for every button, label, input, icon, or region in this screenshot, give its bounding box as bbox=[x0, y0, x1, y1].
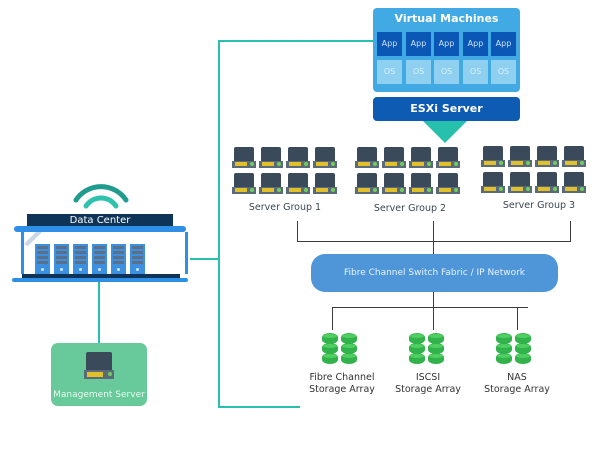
storage-disk-icon bbox=[515, 333, 531, 344]
server-icon bbox=[259, 147, 283, 168]
window-glare-icon bbox=[24, 232, 42, 246]
server-icon bbox=[313, 173, 337, 194]
storage-label-fibre-channel: Fibre Channel Storage Array bbox=[297, 372, 387, 396]
server-icon bbox=[382, 173, 406, 194]
server-rack-icon bbox=[92, 244, 107, 274]
storage-label-line1: NAS bbox=[507, 372, 527, 383]
server-group-2-label: Server Group 2 bbox=[373, 203, 447, 214]
connector-storage-3 bbox=[517, 307, 518, 330]
storage-disk-icon bbox=[496, 353, 512, 364]
connector-storage-horizontal bbox=[332, 307, 528, 308]
storage-label-iscsi: ISCSI Storage Array bbox=[383, 372, 473, 396]
management-server-panel: Management Server bbox=[51, 343, 147, 406]
storage-disk-icon bbox=[322, 353, 338, 364]
app-box: App bbox=[434, 32, 459, 56]
storage-label-line1: Fibre Channel bbox=[309, 372, 375, 383]
storage-disk-icon bbox=[409, 333, 425, 344]
switch-fabric-bar: Fibre Channel Switch Fabric / IP Network bbox=[311, 254, 558, 292]
server-group-3-label: Server Group 3 bbox=[502, 200, 576, 211]
server-icon bbox=[409, 147, 433, 168]
storage-label-line2: Storage Array bbox=[484, 384, 550, 395]
storage-disk-icon bbox=[515, 343, 531, 354]
server-rack-icon bbox=[111, 244, 126, 274]
server-icon bbox=[232, 173, 256, 194]
server-icon bbox=[84, 352, 114, 379]
storage-label-nas: NAS Storage Array bbox=[472, 372, 562, 396]
app-box: App bbox=[377, 32, 402, 56]
server-icon bbox=[382, 147, 406, 168]
storage-disk-icon bbox=[428, 353, 444, 364]
server-icon bbox=[355, 147, 379, 168]
storage-disk-icon bbox=[409, 353, 425, 364]
server-icon bbox=[562, 146, 586, 167]
bracket-top bbox=[218, 40, 373, 42]
server-icon bbox=[259, 173, 283, 194]
data-center-label: Data Center bbox=[27, 214, 173, 227]
connector-fabric-down bbox=[433, 292, 434, 330]
server-icon bbox=[409, 173, 433, 194]
server-icon bbox=[286, 173, 310, 194]
server-icon bbox=[481, 172, 505, 193]
connector-group-1 bbox=[297, 221, 298, 242]
server-rack-icon bbox=[54, 244, 69, 274]
server-icon bbox=[481, 146, 505, 167]
storage-label-line1: ISCSI bbox=[415, 372, 441, 383]
os-box: OS bbox=[491, 60, 516, 84]
server-icon bbox=[535, 146, 559, 167]
storage-disk-icon bbox=[341, 343, 357, 354]
server-group-1-label: Server Group 1 bbox=[248, 202, 322, 213]
arrow-down-icon bbox=[423, 121, 467, 143]
storage-label-line2: Storage Array bbox=[395, 384, 461, 395]
connector-storage-1 bbox=[332, 307, 333, 330]
storage-label-line2: Storage Array bbox=[309, 384, 375, 395]
virtual-machines-title: Virtual Machines bbox=[394, 12, 499, 25]
storage-disk-icon bbox=[322, 343, 338, 354]
data-center-roof bbox=[14, 226, 186, 232]
storage-disk-icon bbox=[496, 343, 512, 354]
storage-disk-icon bbox=[341, 353, 357, 364]
connector-dc-to-bracket bbox=[190, 258, 220, 260]
server-icon bbox=[286, 147, 310, 168]
os-box: OS bbox=[434, 60, 459, 84]
server-icon bbox=[508, 146, 532, 167]
os-box: OS bbox=[463, 60, 488, 84]
connector-dc-to-management bbox=[98, 282, 100, 344]
app-box: App bbox=[463, 32, 488, 56]
server-icon bbox=[436, 147, 460, 168]
server-rack-icon bbox=[130, 244, 145, 274]
server-icon bbox=[508, 172, 532, 193]
server-icon bbox=[232, 147, 256, 168]
connector-group-3 bbox=[570, 221, 571, 242]
app-box: App bbox=[491, 32, 516, 56]
server-rack-icon bbox=[35, 244, 50, 274]
wifi-icon bbox=[73, 184, 129, 209]
storage-disk-icon bbox=[496, 333, 512, 344]
server-icon bbox=[436, 173, 460, 194]
data-center-floor bbox=[22, 274, 180, 278]
esxi-server-bar: ESXi Server bbox=[373, 97, 520, 121]
os-box: OS bbox=[406, 60, 431, 84]
bracket-bottom bbox=[218, 406, 300, 408]
storage-disk-icon bbox=[515, 353, 531, 364]
server-icon bbox=[535, 172, 559, 193]
server-rack-icon bbox=[73, 244, 88, 274]
connector-group-2 bbox=[433, 221, 434, 255]
data-center-base bbox=[12, 278, 188, 282]
server-icon bbox=[355, 173, 379, 194]
bracket-vertical bbox=[218, 40, 220, 408]
storage-disk-icon bbox=[322, 333, 338, 344]
app-box: App bbox=[406, 32, 431, 56]
connector-groups-horizontal bbox=[297, 241, 571, 242]
storage-disk-icon bbox=[428, 343, 444, 354]
server-icon bbox=[313, 147, 337, 168]
storage-disk-icon bbox=[409, 343, 425, 354]
management-server-label: Management Server bbox=[53, 390, 145, 400]
storage-disk-icon bbox=[341, 333, 357, 344]
virtual-machines-panel: Virtual Machines App OS App OS App OS Ap… bbox=[373, 8, 520, 92]
storage-disk-icon bbox=[428, 333, 444, 344]
server-icon bbox=[562, 172, 586, 193]
os-box: OS bbox=[377, 60, 402, 84]
